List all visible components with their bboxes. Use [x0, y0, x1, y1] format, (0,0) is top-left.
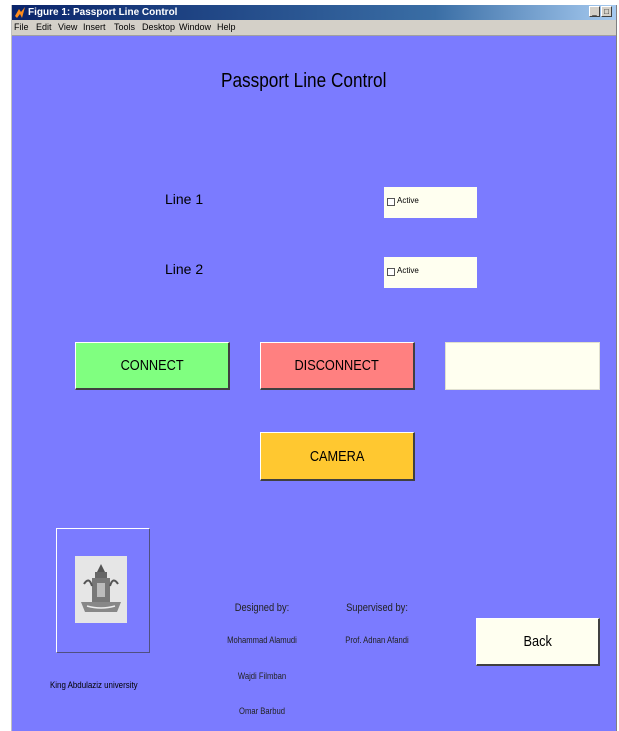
window-title: Figure 1: Passport Line Control: [28, 7, 178, 18]
connect-button-label: CONNECT: [120, 357, 184, 374]
figure-canvas: Passport Line Control Line 1 Active Line…: [12, 36, 616, 731]
camera-button[interactable]: CAMERA: [260, 432, 415, 481]
supervisor-name: Prof. Adnan Afandi: [345, 635, 409, 645]
menu-edit[interactable]: Edit: [36, 22, 52, 32]
line-2-active-label: Active: [397, 266, 419, 275]
camera-button-label: CAMERA: [309, 447, 365, 465]
university-logo: [75, 556, 127, 623]
designed-by-label: Designed by:: [234, 602, 290, 614]
line-1-label: Line 1: [165, 191, 204, 207]
line-1-active-checkbox[interactable]: Active: [384, 187, 477, 218]
menu-bar: File Edit View Insert Tools Desktop Wind…: [12, 20, 616, 36]
menu-tools[interactable]: Tools: [114, 22, 136, 32]
checkbox-icon[interactable]: [387, 198, 395, 206]
minimize-button[interactable]: _: [589, 6, 600, 17]
disconnect-button-label: DISCONNECT: [294, 357, 380, 374]
connect-button[interactable]: CONNECT: [75, 342, 230, 390]
page-title: Passport Line Control: [221, 70, 387, 92]
title-bar[interactable]: Figure 1: Passport Line Control _ □: [12, 5, 616, 20]
line-1-active-label: Active: [397, 196, 419, 205]
menu-desktop[interactable]: Desktop: [142, 22, 176, 32]
menu-window[interactable]: Window: [179, 22, 212, 32]
matlab-icon: [15, 7, 25, 18]
designer-name: Mohammad Alamudi: [227, 635, 297, 645]
line-2-active-checkbox[interactable]: Active: [384, 257, 477, 288]
university-name: King Abdulaziz university: [50, 680, 138, 690]
disconnect-button[interactable]: DISCONNECT: [260, 342, 415, 390]
menu-insert[interactable]: Insert: [83, 22, 106, 32]
supervised-by-label: Supervised by:: [346, 602, 408, 614]
menu-help[interactable]: Help: [217, 22, 236, 32]
line-2-label: Line 2: [165, 261, 204, 277]
back-button-label: Back: [523, 633, 552, 650]
back-button[interactable]: Back: [476, 618, 600, 666]
restore-button[interactable]: □: [601, 6, 612, 17]
logo-frame: [56, 528, 150, 653]
menu-view[interactable]: View: [58, 22, 78, 32]
menu-file[interactable]: File: [14, 22, 29, 32]
designer-name: Omar Barbud: [239, 706, 285, 716]
figure-window: Figure 1: Passport Line Control _ □ File…: [11, 5, 617, 731]
checkbox-icon[interactable]: [387, 268, 395, 276]
designer-name: Wajdi Filmban: [237, 671, 287, 681]
status-display: [445, 342, 600, 390]
